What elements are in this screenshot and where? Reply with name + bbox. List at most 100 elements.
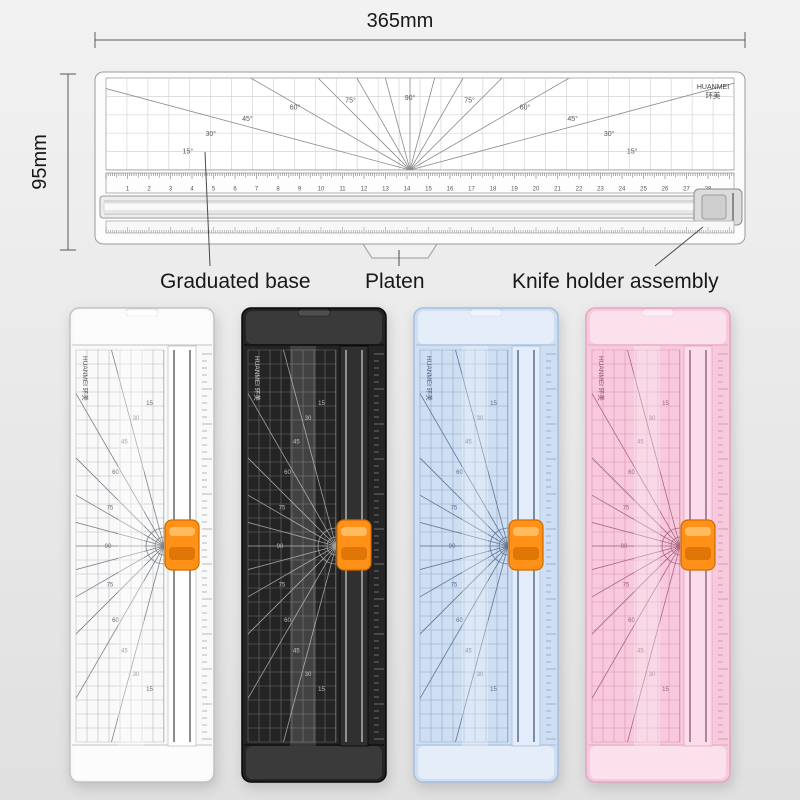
svg-text:90: 90 [277, 544, 284, 550]
top-view-diagram: 365mm 95mm 15°30°45°60°75°90°75°60°45°30… [29, 10, 746, 267]
svg-text:15: 15 [662, 401, 669, 407]
svg-text:4: 4 [190, 187, 194, 193]
svg-text:12: 12 [361, 187, 368, 193]
svg-text:60: 60 [112, 470, 119, 476]
callout-lines [204, 151, 704, 267]
svg-text:75°: 75° [464, 96, 475, 104]
svg-text:20: 20 [533, 187, 540, 193]
svg-text:30°: 30° [604, 130, 615, 138]
edge-ruler-ticks [546, 353, 556, 740]
protractor-fan [420, 350, 508, 742]
svg-text:16: 16 [447, 187, 454, 193]
svg-text:30: 30 [305, 416, 312, 422]
width-dimension-line [94, 32, 746, 48]
platen-strip [634, 346, 660, 746]
svg-text:90: 90 [105, 544, 112, 550]
bottom-cap [418, 746, 554, 779]
protractor-fan [76, 350, 164, 742]
svg-text:60: 60 [628, 618, 635, 624]
svg-text:45: 45 [121, 439, 128, 445]
svg-text:1: 1 [126, 187, 130, 193]
svg-text:60: 60 [456, 470, 463, 476]
height-dimension-label: 95mm [29, 134, 51, 190]
brand-name: HUANMEI [697, 84, 729, 91]
top-cap [246, 311, 382, 344]
svg-text:45: 45 [293, 649, 300, 655]
protractor-degree-labels: 1530456075907560453015 [621, 401, 670, 693]
edge-ruler-ticks [374, 353, 384, 740]
svg-text:30: 30 [649, 672, 656, 678]
platen-strip [118, 346, 144, 746]
trimmer-variant-white: 1530456075907560453015HUANMEI 环美 [69, 307, 215, 783]
svg-text:24: 24 [619, 187, 626, 193]
rail-track [103, 202, 737, 212]
slider-knob [164, 519, 200, 571]
svg-text:23: 23 [597, 187, 604, 193]
bottom-ruler-ticks [105, 227, 735, 233]
svg-text:45: 45 [637, 649, 644, 655]
svg-text:75: 75 [107, 506, 114, 512]
svg-text:27: 27 [683, 187, 690, 193]
bottom-cap [74, 746, 210, 779]
svg-text:26: 26 [662, 187, 669, 193]
top-cap [418, 311, 554, 344]
platen-strip [462, 346, 488, 746]
svg-text:21: 21 [554, 187, 561, 193]
brand-vertical-label: HUANMEI 环美 [425, 356, 434, 401]
svg-text:15°: 15° [183, 147, 194, 155]
callout-graduated-base: Graduated base [160, 270, 311, 293]
svg-text:90: 90 [449, 544, 456, 550]
svg-text:15: 15 [490, 401, 497, 407]
svg-text:45°: 45° [567, 115, 578, 123]
protractor-degree-labels: 1530456075907560453015 [277, 401, 326, 693]
top-cap [590, 311, 726, 344]
svg-text:15: 15 [146, 401, 153, 407]
svg-text:60: 60 [284, 470, 291, 476]
svg-text:11: 11 [339, 187, 346, 193]
trimmer-variant-blue: 1530456075907560453015HUANMEI 环美 [413, 307, 559, 783]
svg-text:15°: 15° [627, 147, 638, 155]
protractor-fan [106, 78, 734, 170]
svg-text:45: 45 [465, 649, 472, 655]
brand-vertical-label: HUANMEI 环美 [253, 356, 262, 401]
svg-text:60°: 60° [520, 104, 531, 112]
svg-text:15: 15 [318, 401, 325, 407]
trimmer-variant-pink: 1530456075907560453015HUANMEI 环美 [585, 307, 731, 783]
svg-text:15: 15 [662, 687, 669, 693]
svg-text:15: 15 [490, 687, 497, 693]
svg-text:30: 30 [477, 672, 484, 678]
bottom-cap [590, 746, 726, 779]
top-latch [469, 308, 503, 317]
svg-text:75: 75 [107, 582, 114, 588]
svg-text:45: 45 [121, 649, 128, 655]
svg-text:13: 13 [382, 187, 389, 193]
svg-text:8: 8 [276, 187, 280, 193]
top-latch [297, 308, 331, 317]
svg-text:22: 22 [576, 187, 583, 193]
svg-text:25: 25 [640, 187, 647, 193]
callout-platen: Platen [365, 270, 425, 293]
svg-text:60: 60 [628, 470, 635, 476]
svg-text:75: 75 [451, 582, 458, 588]
svg-text:45°: 45° [242, 115, 253, 123]
svg-text:17: 17 [468, 187, 475, 193]
svg-text:75°: 75° [345, 96, 356, 104]
svg-text:6: 6 [233, 187, 237, 193]
edge-ruler-ticks [202, 353, 212, 740]
svg-text:60: 60 [112, 618, 119, 624]
height-dimension-line [60, 73, 76, 251]
svg-text:2: 2 [147, 187, 151, 193]
top-latch [641, 308, 675, 317]
protractor-degree-labels: 1530456075907560453015 [105, 401, 154, 693]
svg-text:45: 45 [637, 439, 644, 445]
svg-text:75: 75 [623, 506, 630, 512]
width-dimension-label: 365mm [367, 10, 434, 32]
protractor-fan [248, 350, 336, 742]
svg-text:19: 19 [511, 187, 518, 193]
svg-text:75: 75 [279, 506, 286, 512]
callout-knife-holder: Knife holder assembly [512, 270, 719, 293]
knife-holder [693, 188, 743, 226]
slider-knob [680, 519, 716, 571]
brand-vertical-label: HUANMEI 环美 [81, 356, 90, 401]
